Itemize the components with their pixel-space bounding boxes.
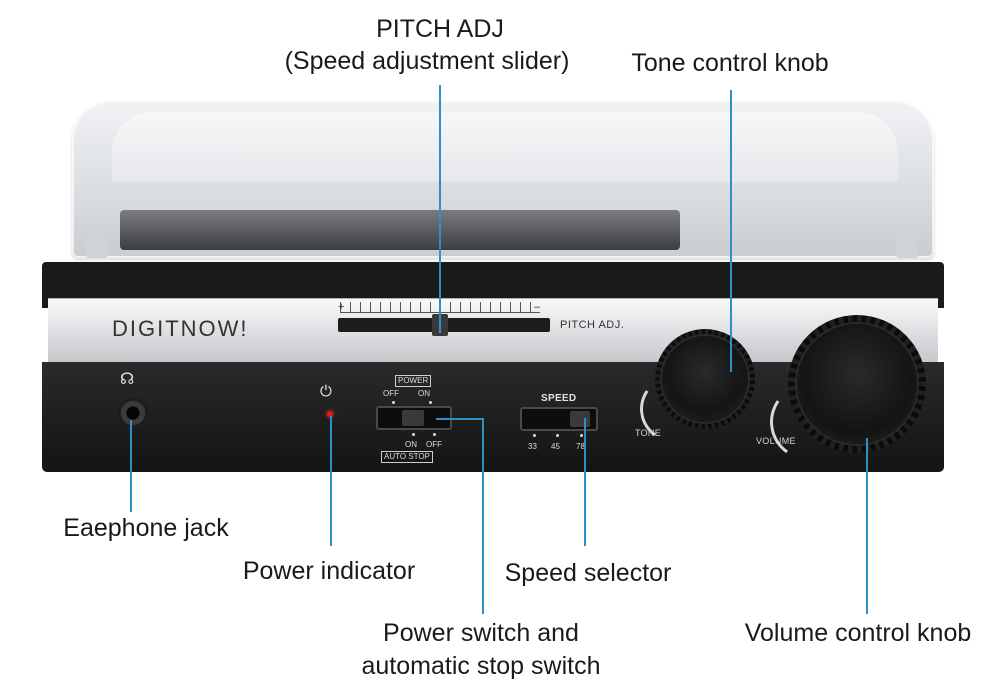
speed-33-label: 33 (528, 442, 537, 451)
power-indicator-callout: Power indicator (242, 557, 416, 585)
power-indicator-leader-line (330, 416, 332, 546)
autostop-box-label: AUTO STOP (381, 451, 433, 463)
speed-45-label: 45 (551, 442, 560, 451)
tone-knob[interactable] (662, 336, 748, 422)
tone-leader-line (730, 90, 732, 372)
earphone-callout: Eaephone jack (63, 514, 229, 542)
speed-title: SPEED (541, 393, 577, 404)
headphone-icon: ☊ (120, 371, 135, 388)
power-switch-callout-line2: automatic stop switch (361, 652, 601, 680)
pitch-plus-mark: + (338, 301, 345, 313)
volume-leader-line (866, 438, 868, 614)
power-indicator-led (327, 411, 333, 417)
autostop-off-label: OFF (426, 440, 442, 449)
speed-leader-line (584, 418, 586, 546)
power-box-label: POWER (395, 375, 432, 387)
speed-switch-knob[interactable] (570, 411, 590, 427)
speed-selector-callout: Speed selector (504, 559, 672, 587)
speed-78-label: 78 (576, 442, 585, 451)
earphone-leader-line (130, 420, 132, 512)
speed-45-dot (556, 434, 559, 437)
volume-knob[interactable] (797, 324, 917, 444)
earphone-jack[interactable] (118, 398, 148, 428)
cover-hinge-left (86, 232, 108, 258)
speed-33-dot (533, 434, 536, 437)
power-switch-knob[interactable] (402, 410, 424, 426)
power-switch-leader-line-v (482, 418, 484, 614)
volume-callout: Volume control knob (744, 619, 972, 647)
power-off-dot (392, 401, 395, 404)
pitch-adj-title: PITCH ADJ (376, 15, 504, 43)
cover-hinge-right (896, 232, 918, 258)
autostop-off-dot (433, 433, 436, 436)
autostop-on-dot (412, 433, 415, 436)
tone-label: TONE (635, 428, 662, 438)
power-on-label: ON (418, 389, 430, 398)
pitch-adj-label: PITCH ADJ. (560, 319, 625, 331)
tone-callout: Tone control knob (631, 49, 829, 77)
power-off-label: OFF (383, 389, 399, 398)
pitch-adj-subtitle: (Speed adjustment slider) (284, 47, 570, 75)
dust-cover-top (112, 112, 898, 182)
power-switch-callout-line1: Power switch and (383, 619, 579, 647)
volume-label: VOLUME (756, 436, 796, 446)
speed-78-dot (580, 434, 583, 437)
power-switch-leader-line-h (436, 418, 484, 420)
speed-switch[interactable] (520, 407, 598, 431)
power-icon: ⏻ (320, 383, 332, 400)
pitch-leader-line (439, 85, 441, 333)
pitch-minus-mark: – (534, 301, 541, 313)
brand-logo: DIGITNOW! (112, 316, 249, 341)
power-on-dot (429, 401, 432, 404)
autostop-on-label: ON (405, 440, 417, 449)
platter (120, 210, 680, 250)
